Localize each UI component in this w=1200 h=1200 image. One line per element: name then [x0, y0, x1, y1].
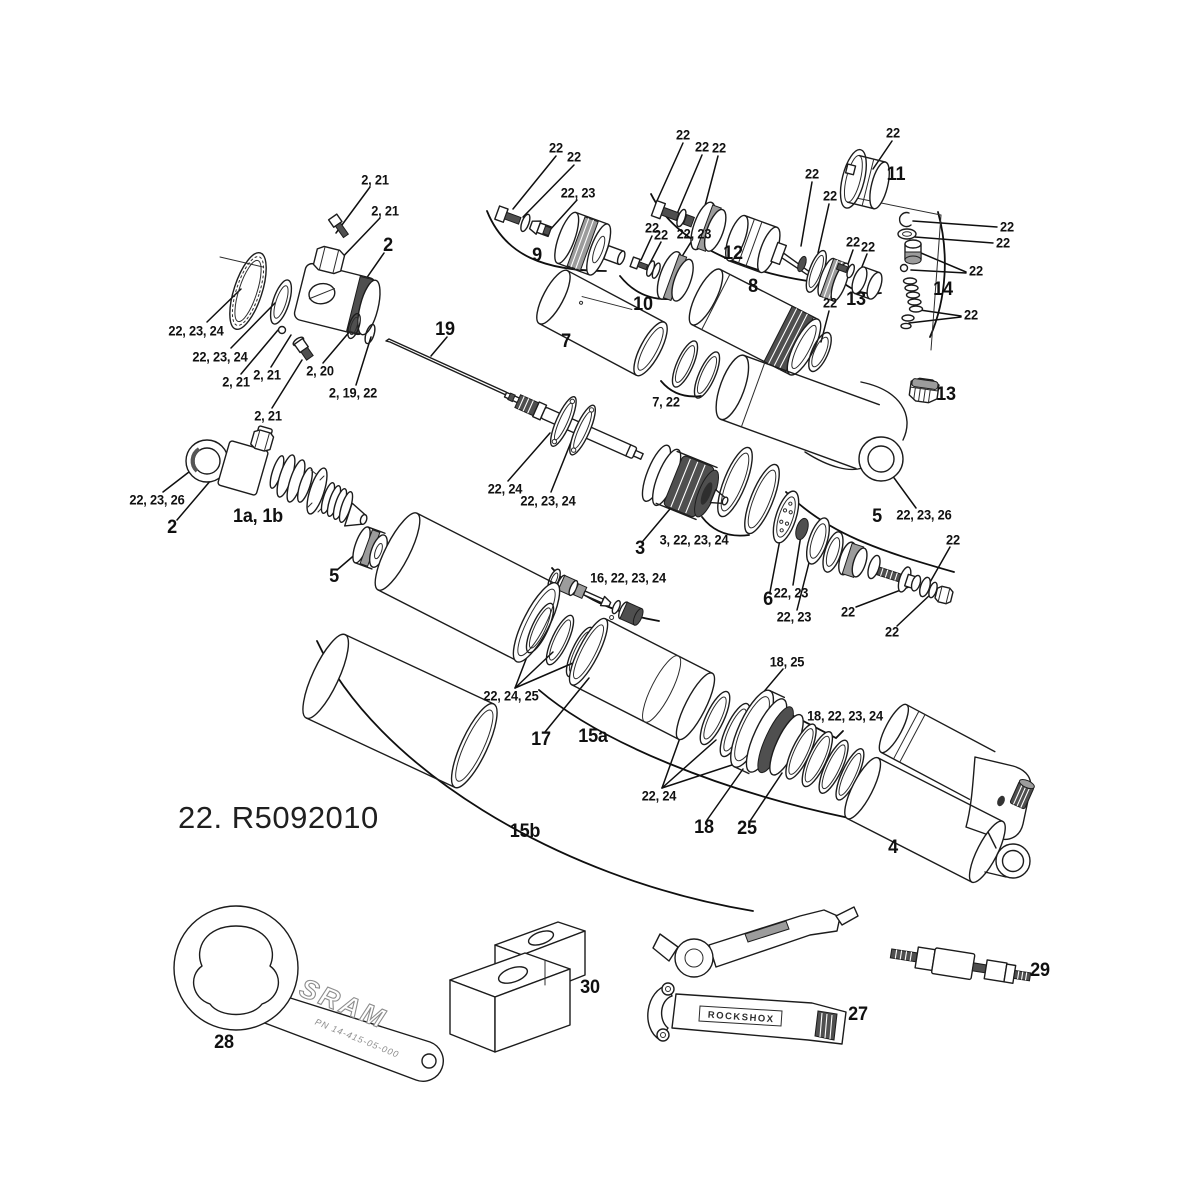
part-label-22-23: 22, 23 [773, 585, 809, 601]
part-label-22-24: 22, 24 [641, 788, 677, 804]
part-11-top-cap [839, 148, 890, 210]
part-label-7: 7 [561, 331, 571, 352]
tool-27-wrench-upper [652, 906, 859, 978]
part-label-22: 22 [946, 532, 960, 548]
part-label-22: 22 [886, 125, 900, 141]
part-13-hex-nut [908, 377, 940, 404]
air-can-sleeve-lower [302, 633, 498, 789]
part-1a-1b-damper-shaft-eyelet [185, 425, 388, 570]
part-label-22-23-26: 22, 23, 26 [129, 492, 185, 508]
part-label-5: 5 [872, 506, 882, 527]
part-label-8: 8 [748, 276, 758, 297]
part-label-22: 22 [805, 166, 819, 182]
part-label-22-23: 22, 23 [560, 185, 596, 201]
part-label-27: 27 [848, 1004, 868, 1025]
part-label-22: 22 [885, 624, 899, 640]
part-label-22-23-24: 22, 23, 24 [192, 349, 248, 365]
part-label-2-21: 2, 21 [222, 374, 250, 390]
part-label-6: 6 [763, 589, 773, 610]
part-label-22: 22 [1000, 219, 1014, 235]
part-label-15b: 15b [509, 821, 541, 842]
part-label-22: 22 [695, 139, 709, 155]
part-13-fitting-group [835, 262, 883, 300]
part-label-18-25: 18, 25 [769, 654, 805, 670]
part-label-9: 9 [532, 245, 542, 266]
part-label-2-21: 2, 21 [253, 367, 281, 383]
part-label-22: 22 [841, 604, 855, 620]
tool-30-clamp-blocks [449, 921, 586, 1053]
part-label-22: 22 [654, 227, 668, 243]
part-label-22-23-24: 22, 23, 24 [168, 323, 224, 339]
part-10-piston-bolt-group [629, 251, 694, 302]
part-label-13: 13 [936, 384, 956, 405]
part-label-10: 10 [633, 294, 653, 315]
part-label-22-23-26: 22, 23, 26 [896, 507, 952, 523]
part-14-rebound-adjuster-stack [897, 211, 924, 330]
part-label-2: 2 [383, 235, 393, 256]
part-label-22-23: 22, 23 [676, 226, 712, 242]
seal-head-assembly [699, 689, 865, 801]
part-19-rebound-rod-and-shaft [385, 338, 644, 460]
part-label-7-22: 7, 22 [652, 394, 680, 410]
part-17-inner-cylinder [568, 614, 716, 741]
part-label-3: 3 [635, 538, 645, 559]
part-label-22: 22 [645, 220, 659, 236]
part-label-28: 28 [214, 1032, 234, 1053]
tool-27-pin-spanner-lower: ROCKSHOX [647, 982, 847, 1045]
part-label-13: 13 [846, 289, 866, 310]
part-label-22: 22 [712, 140, 726, 156]
part-2-air-valve-assembly [229, 213, 381, 361]
part-label-22: 22 [549, 140, 563, 156]
part-label-16-22-23-24: 16, 22, 23, 24 [590, 570, 666, 586]
part-label-15a: 15a [578, 726, 608, 747]
part-label-25: 25 [737, 818, 757, 839]
part-label-19: 19 [435, 319, 455, 340]
rockshox-logo-text: ROCKSHOX [707, 1010, 775, 1026]
part-6-shim-stack-and-bolt [772, 490, 954, 605]
main-shock-body [715, 354, 908, 482]
part-4-complete-shock [844, 703, 1035, 884]
part-label-22-24: 22, 24 [487, 481, 523, 497]
part-label-3-22-23-24: 3, 22, 23, 24 [659, 532, 729, 548]
part-label-22: 22 [969, 263, 983, 279]
part-label-1a-1b: 1a, 1b [232, 506, 284, 527]
part-label-22-23-24: 22, 23, 24 [520, 493, 576, 509]
figure-part-number-title: 22. R5092010 [178, 800, 379, 835]
part-label-18: 18 [694, 817, 714, 838]
part-label-12: 12 [723, 243, 743, 264]
part-3-air-piston [641, 444, 780, 535]
part-label-22: 22 [996, 235, 1010, 251]
part-label-22: 22 [823, 188, 837, 204]
part-label-22-24-25: 22, 24, 25 [483, 688, 539, 704]
part-label-30: 30 [580, 977, 600, 998]
part-label-2: 2 [167, 517, 177, 538]
part-label-2-21: 2, 21 [254, 408, 282, 424]
part-label-2-19-22: 2, 19, 22 [328, 385, 378, 401]
tool-28-sram-spanner: SRAM PN 14-415-05-000 [173, 905, 444, 1082]
part-label-22: 22 [567, 149, 581, 165]
part-label-18-22-23-24: 18, 22, 23, 24 [807, 708, 883, 724]
part-label-22: 22 [846, 234, 860, 250]
part-label-17: 17 [531, 729, 551, 750]
part-label-22: 22 [823, 295, 837, 311]
part-label-2-21: 2, 21 [371, 203, 399, 219]
part-7-shock-body-tube [536, 269, 721, 399]
part-9-piston-shaft-assembly [494, 205, 626, 276]
part-12-damper-piston-assembly [650, 199, 850, 302]
part-label-22-23: 22, 23 [776, 609, 812, 625]
part-label-5: 5 [329, 566, 339, 587]
part-label-29: 29 [1030, 960, 1050, 981]
part-label-22: 22 [676, 127, 690, 143]
part-label-11: 11 [886, 164, 906, 185]
part-label-4: 4 [888, 837, 898, 858]
part-label-2-21: 2, 21 [361, 172, 389, 188]
part-label-22: 22 [861, 239, 875, 255]
part-label-2-20: 2, 20 [306, 363, 334, 379]
part-label-22: 22 [964, 307, 978, 323]
part-label-14: 14 [933, 279, 953, 300]
tool-29-shaft-clamps [889, 946, 1032, 984]
